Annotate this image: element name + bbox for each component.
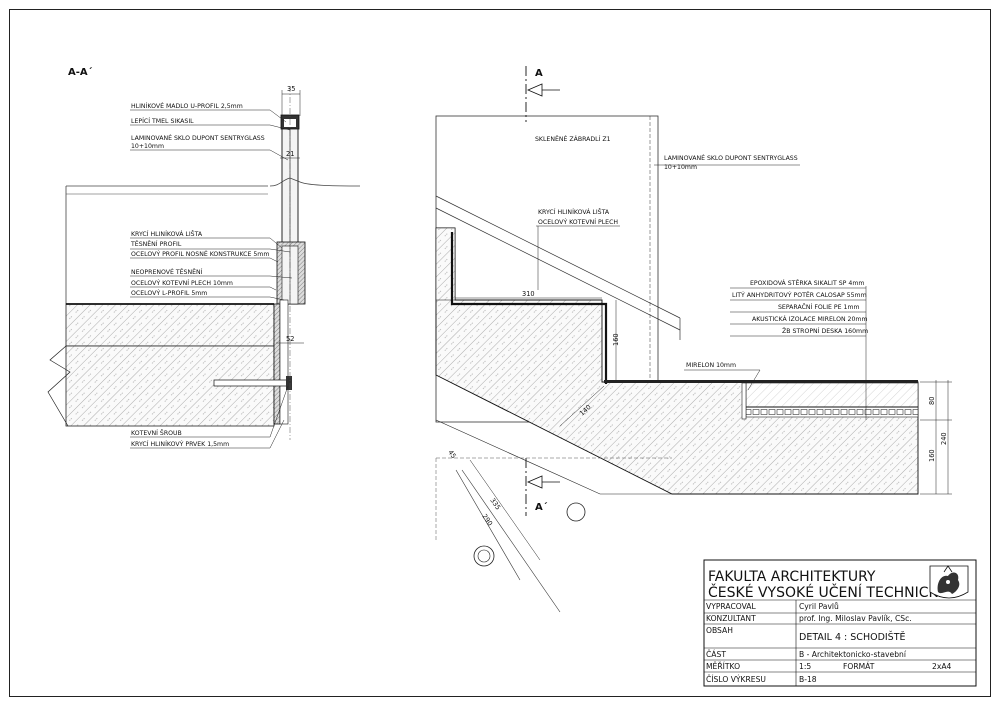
label-layer-screed: LITÝ ANHYDRITOVÝ POTĚR CALOSAP 55mm <box>732 290 867 299</box>
mirelon-strip <box>741 382 747 420</box>
sheet-frame <box>9 9 991 697</box>
label-layer-epoxy: EPOXIDOVÁ STĚRKA SIKALIT SP 4mm <box>750 278 864 287</box>
dim-290: 290 <box>480 513 494 528</box>
left-detail: A-A´ 35 21 <box>47 66 361 449</box>
label-glass-thickness: 10+10mm <box>131 143 164 150</box>
row-label-consultant: KONZULTANT <box>706 614 756 623</box>
label-steel-profile: OCELOVÝ PROFIL NOSNÉ KONSTRUKCE 5mm <box>131 249 269 258</box>
label-anchor-bolt: KOTEVNÍ ŠROUB <box>131 428 182 437</box>
label-glass: LAMINOVANÉ SKLO DUPONT SENTRYGLASS <box>131 133 265 142</box>
anchor-plate <box>273 303 281 425</box>
label-cover-element: KRYCÍ HLINÍKOVÝ PRVEK 1,5mm <box>131 439 229 448</box>
section-title: A-A´ <box>68 66 93 78</box>
school-name-line2: ČESKÉ VYSOKÉ UČENÍ TECHNICKÉ <box>708 583 947 601</box>
dim-160-slab: 160 <box>928 449 936 462</box>
row-value-consultant: prof. Ing. Miloslav Pavlík, CSc. <box>799 614 912 623</box>
section-marker-top: A <box>535 68 543 79</box>
right-detail: A A´ SKLENĚNÉ ZÁBRADLÍ Z1 LAMINOVANÉ S <box>435 66 952 613</box>
format-value: 2xA4 <box>932 662 952 671</box>
screed-layer <box>745 382 919 408</box>
label-glass-right-thickness: 10+10mm <box>664 164 697 171</box>
anchor-bolt <box>213 379 291 387</box>
school-name-line1: FAKULTA ARCHITEKTURY <box>708 569 876 585</box>
label-glass-right: LAMINOVANÉ SKLO DUPONT SENTRYGLASS <box>664 153 798 162</box>
lion-crest-icon <box>929 565 969 599</box>
epoxy-layer <box>604 380 918 383</box>
label-layer-insulation: AKUSTICKÁ IZOLACE MIRELON 20mm <box>752 314 868 323</box>
label-cover-trim-right: KRYCÍ HLINÍKOVÁ LIŠTA <box>538 207 610 216</box>
dim-240: 240 <box>940 432 948 445</box>
row-label-part: ČÁST <box>706 650 726 659</box>
row-label-scale: MĚŘÍTKO <box>706 662 740 671</box>
dim-21: 21 <box>286 150 294 158</box>
row-value-part: B - Architektonicko-stavební <box>799 650 907 659</box>
dim-335: 335 <box>488 497 502 512</box>
dim-80: 80 <box>928 397 936 405</box>
label-seal-profile: TĚSNĚNÍ PROFIL <box>130 239 182 248</box>
row-label-author: VYPRACOVAL <box>706 602 756 611</box>
label-railing: SKLENĚNÉ ZÁBRADLÍ Z1 <box>535 134 611 143</box>
dim-45: 45 <box>446 449 457 460</box>
row-label-content: OBSAH <box>706 626 733 635</box>
acoustic-insulation <box>745 406 919 418</box>
row-label-sheet-number: ČÍSLO VÝKRESU <box>706 675 766 684</box>
dim-160-step: 160 <box>612 333 620 346</box>
label-mirelon: MIRELON 10mm <box>686 362 736 369</box>
dim-35: 35 <box>287 85 295 93</box>
label-layer-slab: ŽB STROPNÍ DESKA 160mm <box>782 326 868 335</box>
label-anchor-plate: OCELOVÝ KOTEVNÍ PLECH 10mm <box>131 278 233 287</box>
label-neoprene: NEOPRENOVÉ TĚSNĚNÍ <box>131 267 203 276</box>
section-marker-bottom: A´ <box>535 501 548 513</box>
label-layer-foil: SEPARAČNÍ FOLIE PE 1mm <box>778 302 860 311</box>
label-handrail: HLINÍKOVÉ MADLO U-PROFIL 2,5mm <box>131 101 243 110</box>
label-l-profile: OCELOVÝ L-PROFIL 5mm <box>131 288 207 297</box>
label-anchor-plate-right: OCELOVÝ KOTEVNÍ PLECH <box>538 217 618 226</box>
row-value-sheet-number: B-18 <box>799 675 817 684</box>
dim-310: 310 <box>522 290 535 298</box>
label-cover-trim: KRYCÍ HLINÍKOVÁ LIŠTA <box>131 229 203 238</box>
floor-slab-top <box>65 303 275 347</box>
row-value-author: Cyril Pavlů <box>799 602 839 611</box>
dim-52: 52 <box>286 335 294 343</box>
format-label: FORMÁT <box>843 662 875 671</box>
title-block: FAKULTA ARCHITEKTURY ČESKÉ VYSOKÉ UČENÍ … <box>703 559 977 687</box>
row-value-content: DETAIL 4 : SCHODIŠTĚ <box>799 631 906 643</box>
label-sealant: LEPÍCÍ TMEL SIKASIL <box>131 116 194 125</box>
row-value-scale: 1:5 <box>799 662 811 671</box>
